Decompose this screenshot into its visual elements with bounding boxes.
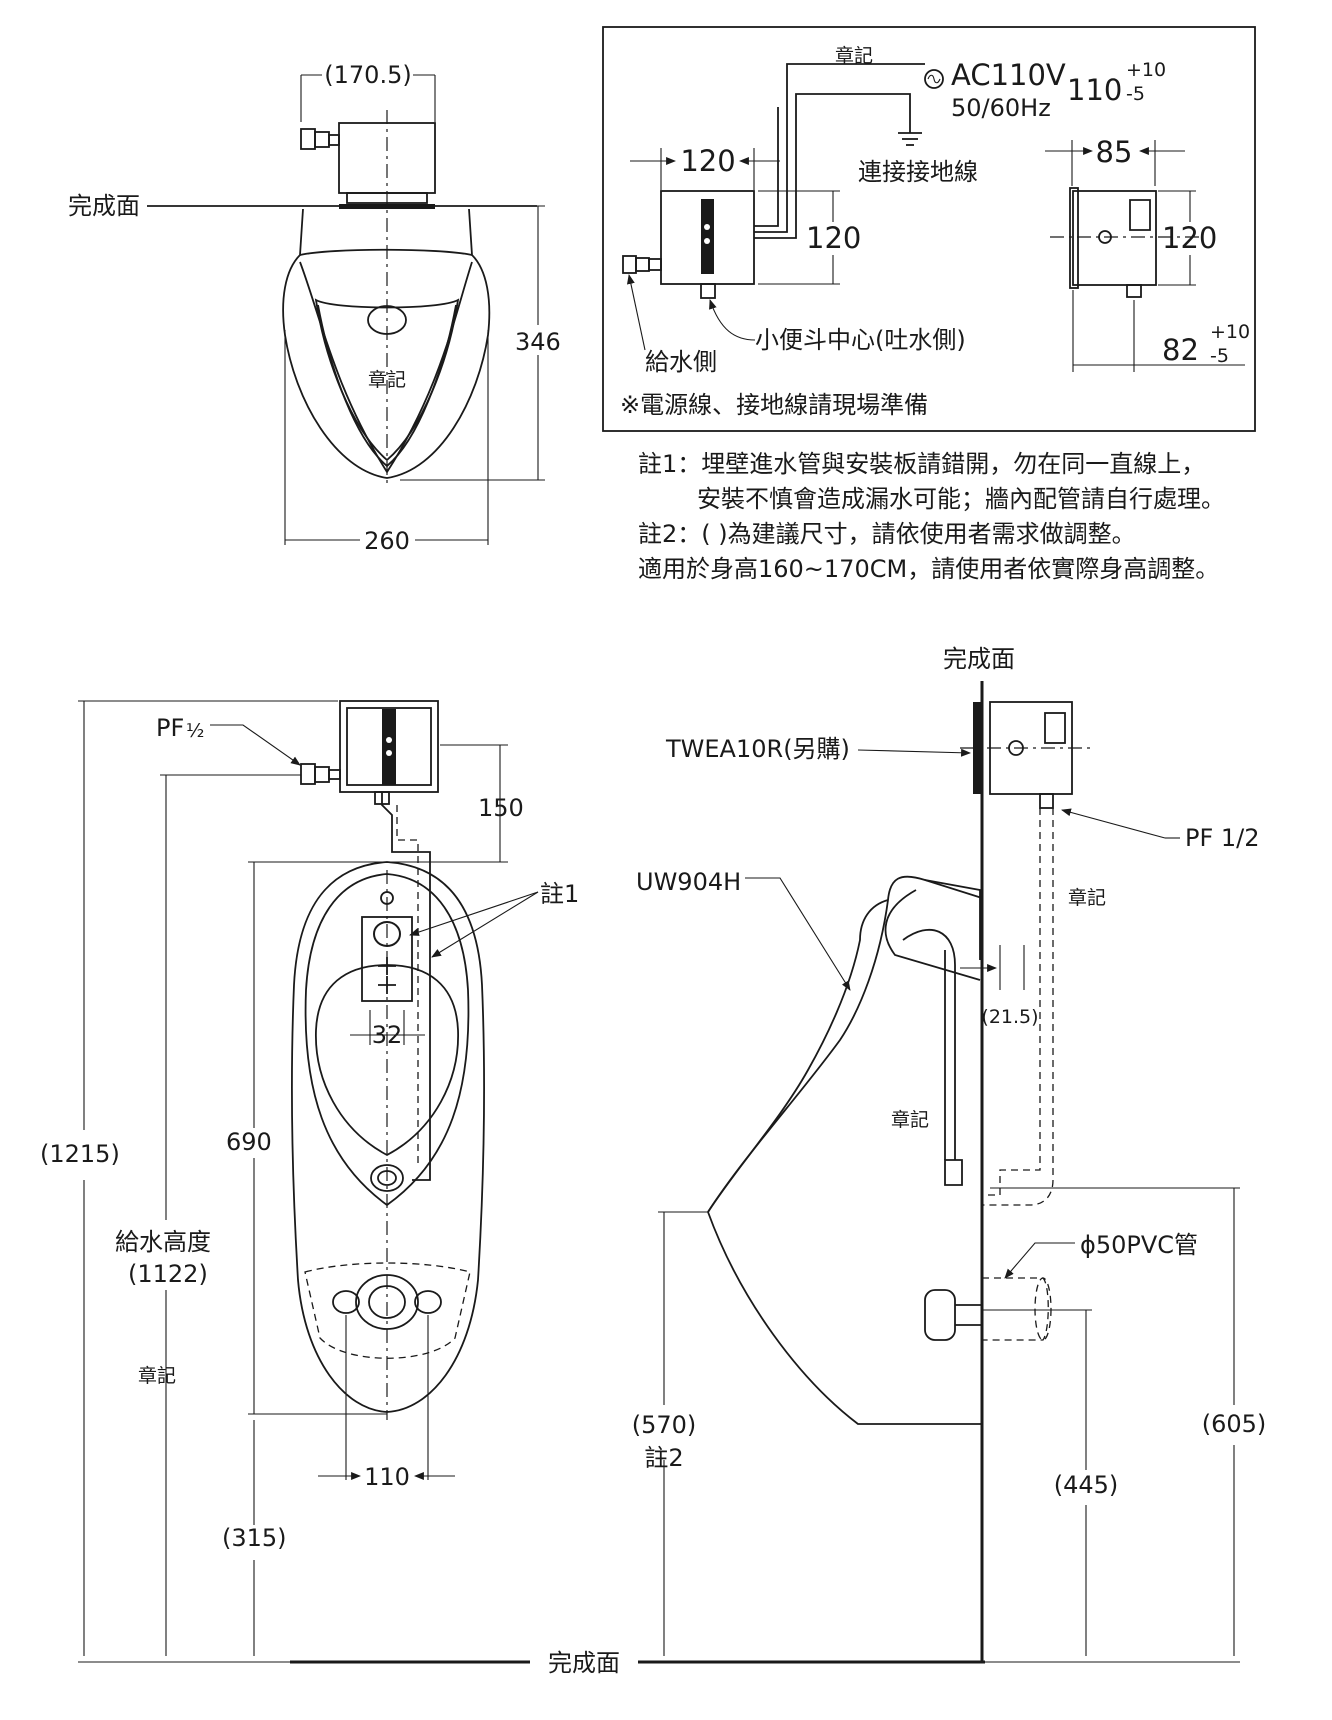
pf-size-label: PF 1/2 bbox=[1185, 824, 1260, 852]
urinal-model-label: UW904H bbox=[636, 868, 741, 896]
dim-445: (445) bbox=[1054, 1471, 1119, 1499]
sensor-side bbox=[1072, 190, 1157, 286]
wire-1 bbox=[754, 63, 925, 233]
wall-finish-label: 完成面 bbox=[943, 645, 1015, 673]
front-valve bbox=[300, 763, 341, 785]
dim-box-width: (170.5) bbox=[324, 61, 411, 89]
power-note: ※電源線、接地線請現場準備 bbox=[620, 391, 928, 419]
side-body-stamp: 章記 bbox=[891, 1109, 929, 1131]
ac-source-icon bbox=[924, 69, 944, 89]
dim-sensor-width: 120 bbox=[680, 144, 735, 178]
side-view: 完成面 TWEA10R(另購) 章記 PF 1/2 UW904H 章記 bbox=[632, 645, 1267, 1663]
dim-605: (605) bbox=[1202, 1410, 1267, 1438]
pf-label: PF bbox=[156, 714, 184, 742]
dim-110: 110 bbox=[364, 1463, 410, 1491]
wiring-frame bbox=[602, 26, 1256, 432]
wiring-stamp: 章記 bbox=[835, 45, 873, 67]
drain-elbow bbox=[924, 1289, 956, 1341]
dim-21-5: (21.5) bbox=[981, 1006, 1038, 1028]
note-line-2: 安裝不慎會造成漏水可能；牆內配管請自行處理。 bbox=[697, 485, 1225, 513]
frequency-label: 50/60Hz bbox=[951, 94, 1051, 122]
dim-150: 150 bbox=[478, 794, 524, 822]
ground-icon bbox=[898, 122, 922, 146]
valve-fitting-wiring bbox=[622, 255, 662, 274]
side-stamp: 章記 bbox=[1068, 887, 1106, 909]
pf-fraction: ½ bbox=[186, 720, 204, 742]
flex-hose bbox=[902, 929, 956, 1160]
dim-side-width: 85 bbox=[1096, 135, 1133, 169]
note-line-4: 適用於身高160~170CM，請使用者依實際身高調整。 bbox=[638, 555, 1219, 583]
front-stamp: 章記 bbox=[138, 1365, 176, 1387]
dim-side-bottom: 82 bbox=[1162, 333, 1199, 367]
pvc-pipe-label: ϕ50PVC管 bbox=[1080, 1231, 1198, 1259]
side-urinal-body bbox=[707, 875, 983, 1425]
power-label: AC110V bbox=[951, 58, 1066, 92]
dim-1215: (1215) bbox=[40, 1140, 120, 1168]
supply-height-value: (1122) bbox=[128, 1260, 208, 1288]
valve-fitting-top bbox=[300, 128, 340, 150]
pvc-pipe bbox=[982, 1277, 1049, 1341]
floor-finish-label: 完成面 bbox=[548, 1649, 620, 1677]
dim-side-height: 120 bbox=[1162, 221, 1217, 255]
dim-side-main: 110 bbox=[1067, 73, 1122, 107]
note2-label: 註2 bbox=[644, 1444, 683, 1472]
urinal-top-outline bbox=[282, 208, 491, 479]
dim-side-bottom-minus: -5 bbox=[1210, 345, 1229, 367]
notes: 註1：埋壁進水管與安裝板請錯開，勿在同一直線上， 安裝不慎會造成漏水可能；牆內配… bbox=[638, 450, 1225, 583]
dim-690: 690 bbox=[226, 1128, 272, 1156]
dim-width: 260 bbox=[364, 527, 410, 555]
finish-surface-label: 完成面 bbox=[68, 192, 140, 220]
dim-315: (315) bbox=[222, 1524, 287, 1552]
dim-side-main-minus: -5 bbox=[1126, 83, 1145, 105]
dim-side-main-plus: +10 bbox=[1126, 59, 1166, 81]
front-view: PF ½ 150 32 註1 bbox=[40, 700, 985, 1677]
supply-pipe bbox=[381, 792, 431, 1181]
ground-label: 連接接地線 bbox=[858, 158, 978, 186]
note-line-1: 註1：埋壁進水管與安裝板請錯開，勿在同一直線上， bbox=[638, 450, 1205, 478]
sensor-model-label: TWEA10R(另購) bbox=[665, 735, 850, 763]
supply-height-label: 給水高度 bbox=[115, 1228, 211, 1256]
outlet-center-label: 小便斗中心(吐水側) bbox=[755, 326, 966, 354]
water-inlet-label: 給水側 bbox=[645, 348, 717, 376]
note1-label: 註1 bbox=[540, 880, 579, 908]
side-sensor-box bbox=[989, 701, 1073, 795]
note-line-3: 註2：( )為建議尺寸，請依使用者需求做調整。 bbox=[638, 520, 1136, 548]
dim-depth: 346 bbox=[515, 328, 561, 356]
dim-side-bottom-plus: +10 bbox=[1210, 321, 1250, 343]
top-view: (170.5) 完成面 章記 346 260 bbox=[68, 61, 561, 555]
dim-sensor-height: 120 bbox=[806, 221, 861, 255]
dim-570: (570) bbox=[632, 1411, 697, 1439]
wiring-panel: 章記 AC110V 50/60Hz 連接接地線 120 120 小便斗中心(吐水… bbox=[602, 26, 1256, 432]
